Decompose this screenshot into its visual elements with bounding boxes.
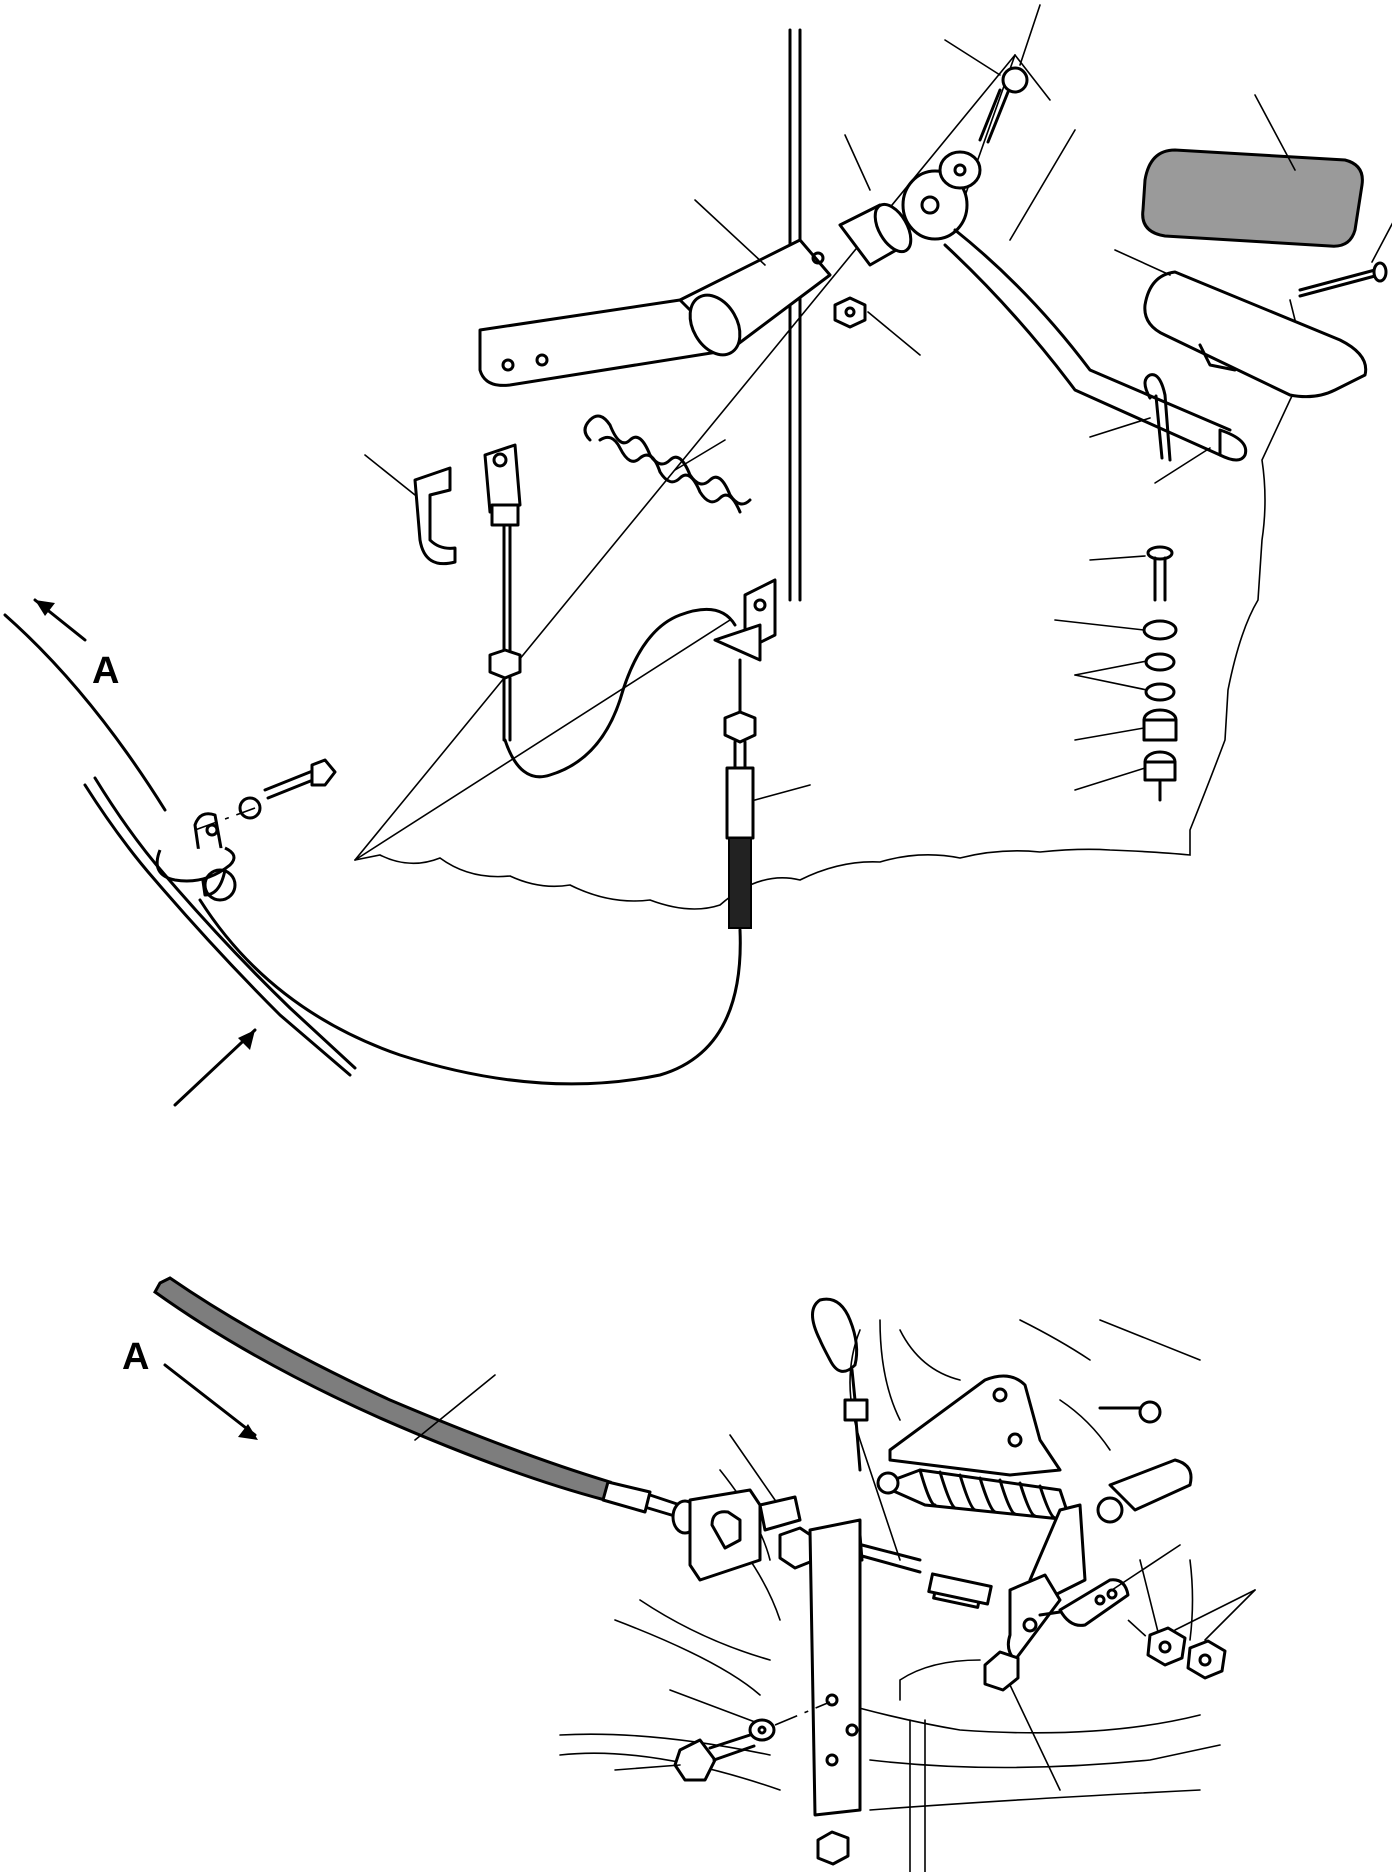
callout-leaders <box>364 4 1392 801</box>
arrow-icon <box>173 1028 257 1107</box>
throttle-cable <box>153 1276 737 1535</box>
throttle-lever <box>888 1374 1193 1662</box>
bolt <box>673 1733 756 1782</box>
linkage-spring <box>876 1468 1124 1524</box>
pedal-shaft-lever <box>478 238 832 387</box>
clevis <box>483 443 522 742</box>
bushings <box>1142 708 1178 742</box>
screw <box>1146 545 1174 602</box>
upper-view <box>3 4 1392 1107</box>
cable <box>198 607 757 1086</box>
arrow-icon <box>163 1363 258 1440</box>
bracket <box>713 578 777 662</box>
pedal-arm <box>901 150 1248 462</box>
panel-outline <box>354 28 1306 910</box>
rubber-pad <box>1141 148 1364 248</box>
washer <box>748 1718 776 1742</box>
bracket <box>808 1518 862 1817</box>
dipstick <box>811 1297 869 1472</box>
fuel-hose <box>3 613 357 1077</box>
bolt <box>1298 261 1388 298</box>
nut-stack <box>1143 750 1177 802</box>
cotter-pin <box>1143 373 1172 462</box>
callout-leaders <box>414 1374 1256 1791</box>
nut <box>983 1650 1020 1692</box>
bolt <box>927 1400 1162 1606</box>
clip <box>413 466 457 566</box>
lower-view <box>153 1276 1256 1872</box>
leader-line <box>354 619 731 861</box>
view-marker-label: A <box>122 1336 150 1378</box>
cable-bracket <box>688 1488 802 1582</box>
pedal-plate <box>1143 270 1368 399</box>
cable-clamp <box>155 812 237 902</box>
view-marker-label: A <box>92 650 120 692</box>
spring <box>583 414 752 514</box>
bolt <box>978 66 1029 144</box>
bolt <box>238 758 337 820</box>
bushing <box>838 202 913 267</box>
nuts <box>1127 1619 1227 1680</box>
washers <box>1142 619 1178 702</box>
nut <box>816 1830 850 1866</box>
nut <box>833 296 867 329</box>
arrow-icon <box>33 598 87 642</box>
